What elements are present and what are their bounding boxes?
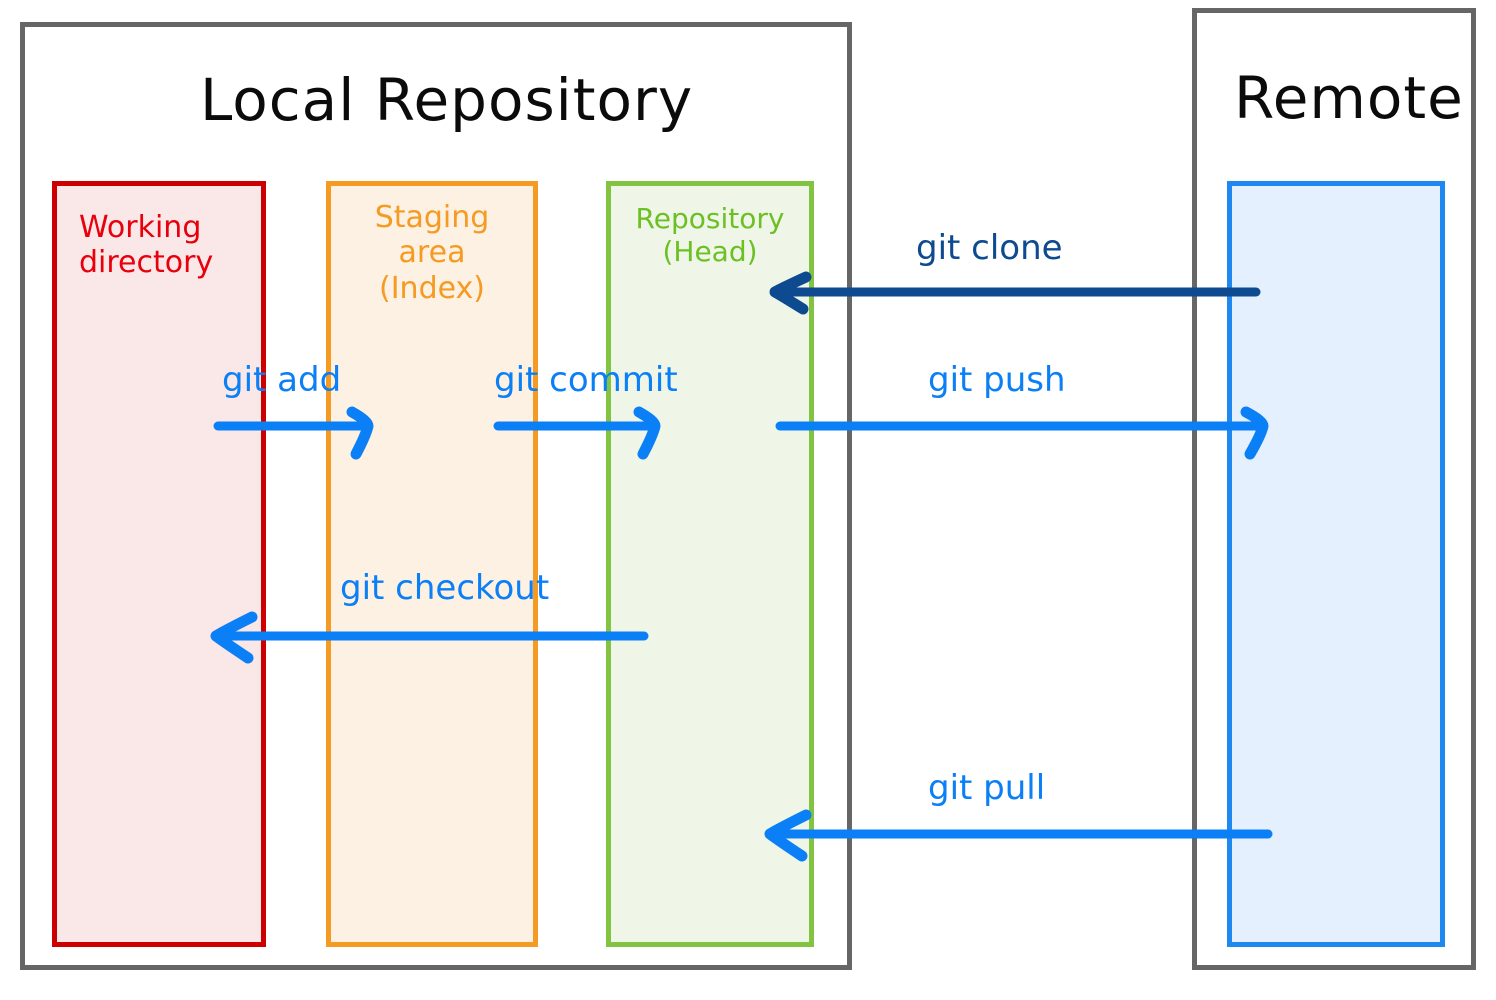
git-clone-label: git clone [916, 228, 1063, 268]
remote-title: Remote [1234, 64, 1464, 132]
git-add-label: git add [222, 360, 342, 400]
git-pull-label: git pull [928, 768, 1046, 808]
repository-head-label: Repository (Head) [635, 202, 785, 269]
git-commit-label: git commit [494, 360, 678, 400]
remote-repository-box [1227, 181, 1445, 947]
working-directory-box: Working directory [52, 181, 266, 947]
staging-area-box: Staging area (Index) [326, 181, 538, 947]
working-directory-label: Working directory [79, 210, 214, 281]
git-push-label: git push [928, 360, 1066, 400]
staging-area-label: Staging area (Index) [374, 200, 490, 306]
local-repository-title: Local Repository [200, 66, 694, 134]
repository-head-box: Repository (Head) [606, 181, 814, 947]
git-add-arrow [213, 406, 374, 460]
git-push-arrow [775, 406, 1272, 460]
git-checkout-arrow [210, 611, 649, 664]
git-pull-arrow [764, 809, 1273, 862]
git-checkout-label: git checkout [340, 568, 550, 608]
git-clone-arrow [769, 271, 1261, 315]
git-commit-arrow [493, 406, 664, 460]
